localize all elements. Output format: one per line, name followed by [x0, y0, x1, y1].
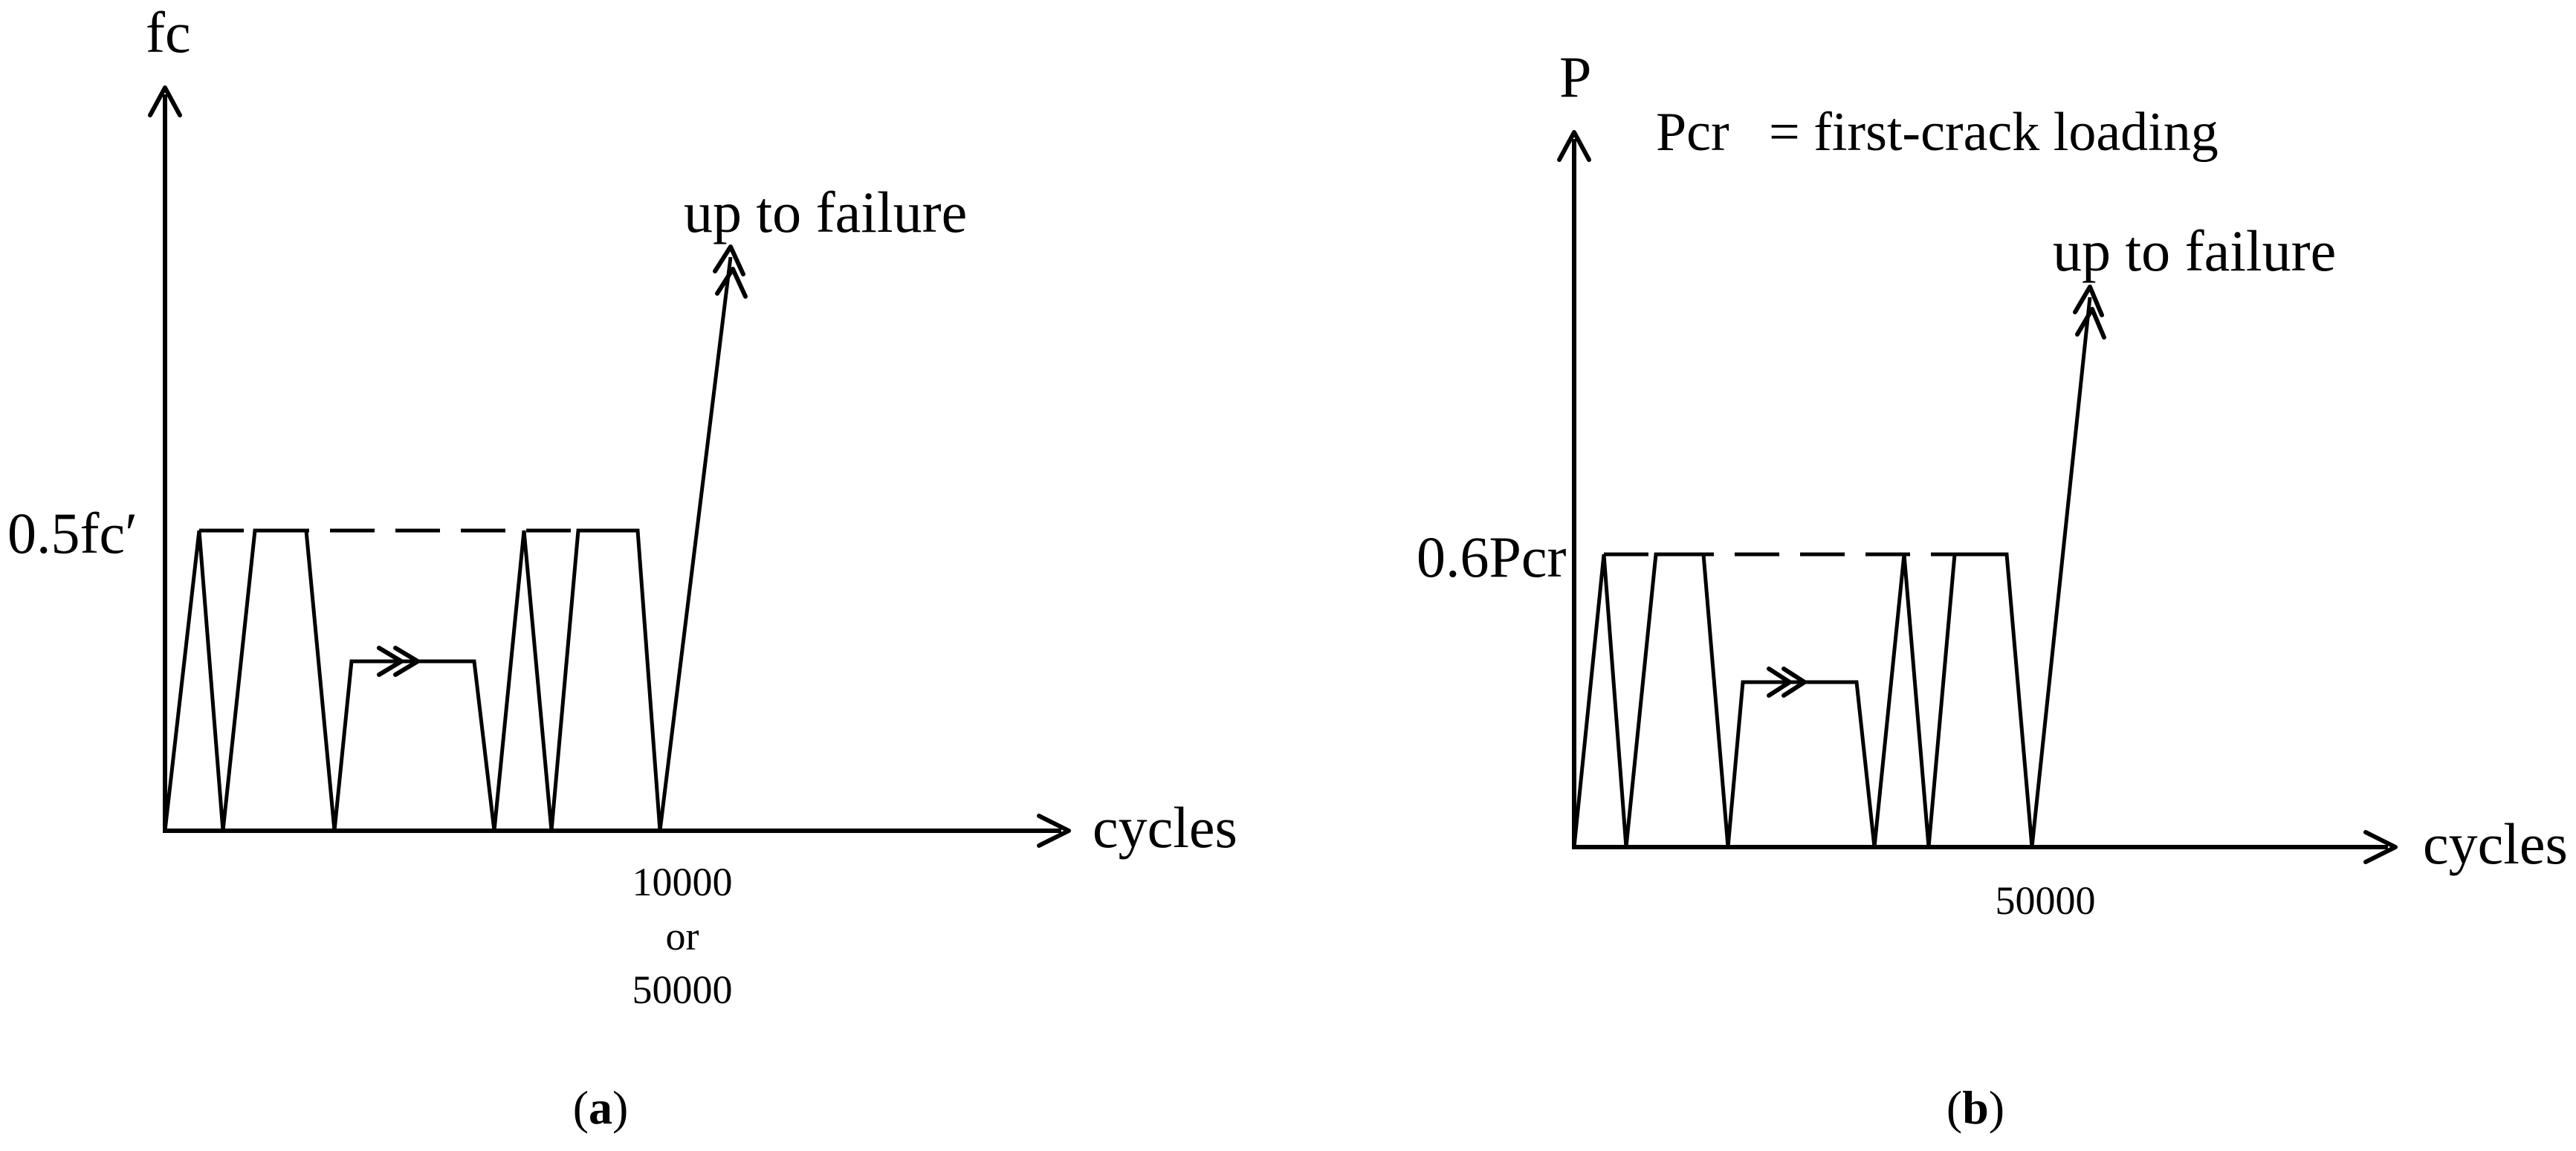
panel-a-failure-arrowhead-1: [713, 244, 745, 276]
panel-a-end-cycle-label-line3: 50000: [632, 967, 733, 1012]
panel-a-continuation-chevron-1: [377, 646, 404, 677]
panel-b-continuation-chevron-1: [1767, 667, 1792, 698]
panel-a-y-axis-arrowhead: [148, 85, 182, 117]
panel-b-failure-label: up to failure: [2053, 218, 2336, 283]
panel-a-failure-arrowhead-2: [715, 267, 748, 299]
panel-a-level-label: 0.5fc′: [7, 501, 137, 565]
panel-b-caption: (b): [1946, 1081, 2004, 1134]
panel-a-x-axis-label: cycles: [1093, 795, 1237, 860]
panel-a-end-cycle-label-line2: or: [666, 914, 699, 959]
panel-b-x-axis-label: cycles: [2423, 811, 2568, 876]
panel-b-y-axis-label: P: [1559, 45, 1591, 109]
panel-b-x-axis-arrowhead: [2363, 830, 2398, 864]
panel-b-definition-symbol: Pcr: [1656, 102, 1729, 163]
panel-b-definition-text: = first-crack loading: [1769, 102, 2219, 163]
panel-b-y-axis-arrowhead: [1557, 130, 1591, 162]
panel-a: fc cycles 0.5fc′ up to failure 10000 or …: [7, 0, 1237, 1134]
panel-b-waveform-final-cycles: [1872, 296, 2092, 848]
panel-b-level-label: 0.6Pcr: [1417, 525, 1567, 589]
panel-b-end-cycle-label: 50000: [1996, 878, 2096, 923]
panel-b-failure-arrowhead-2: [2075, 307, 2106, 340]
panel-b-waveform-initial-cycles: [1572, 552, 1877, 848]
panel-a-caption: (a): [573, 1081, 629, 1134]
panel-b-continuation-chevron-2: [1781, 667, 1807, 698]
panel-b: P Pcr = first-crack loading cycles 0.6Pc…: [1417, 45, 2568, 1134]
panel-a-waveform-final-cycles: [492, 256, 733, 831]
panel-a-failure-label: up to failure: [684, 180, 967, 244]
panel-a-y-axis-label: fc: [146, 0, 191, 65]
panel-a-end-cycle-label-line1: 10000: [632, 860, 733, 904]
panel-a-continuation-chevron-2: [393, 646, 420, 677]
panel-b-failure-arrowhead-1: [2073, 285, 2104, 317]
panel-a-x-axis-arrowhead: [1037, 814, 1071, 848]
panel-a-waveform-initial-cycles: [163, 528, 496, 831]
